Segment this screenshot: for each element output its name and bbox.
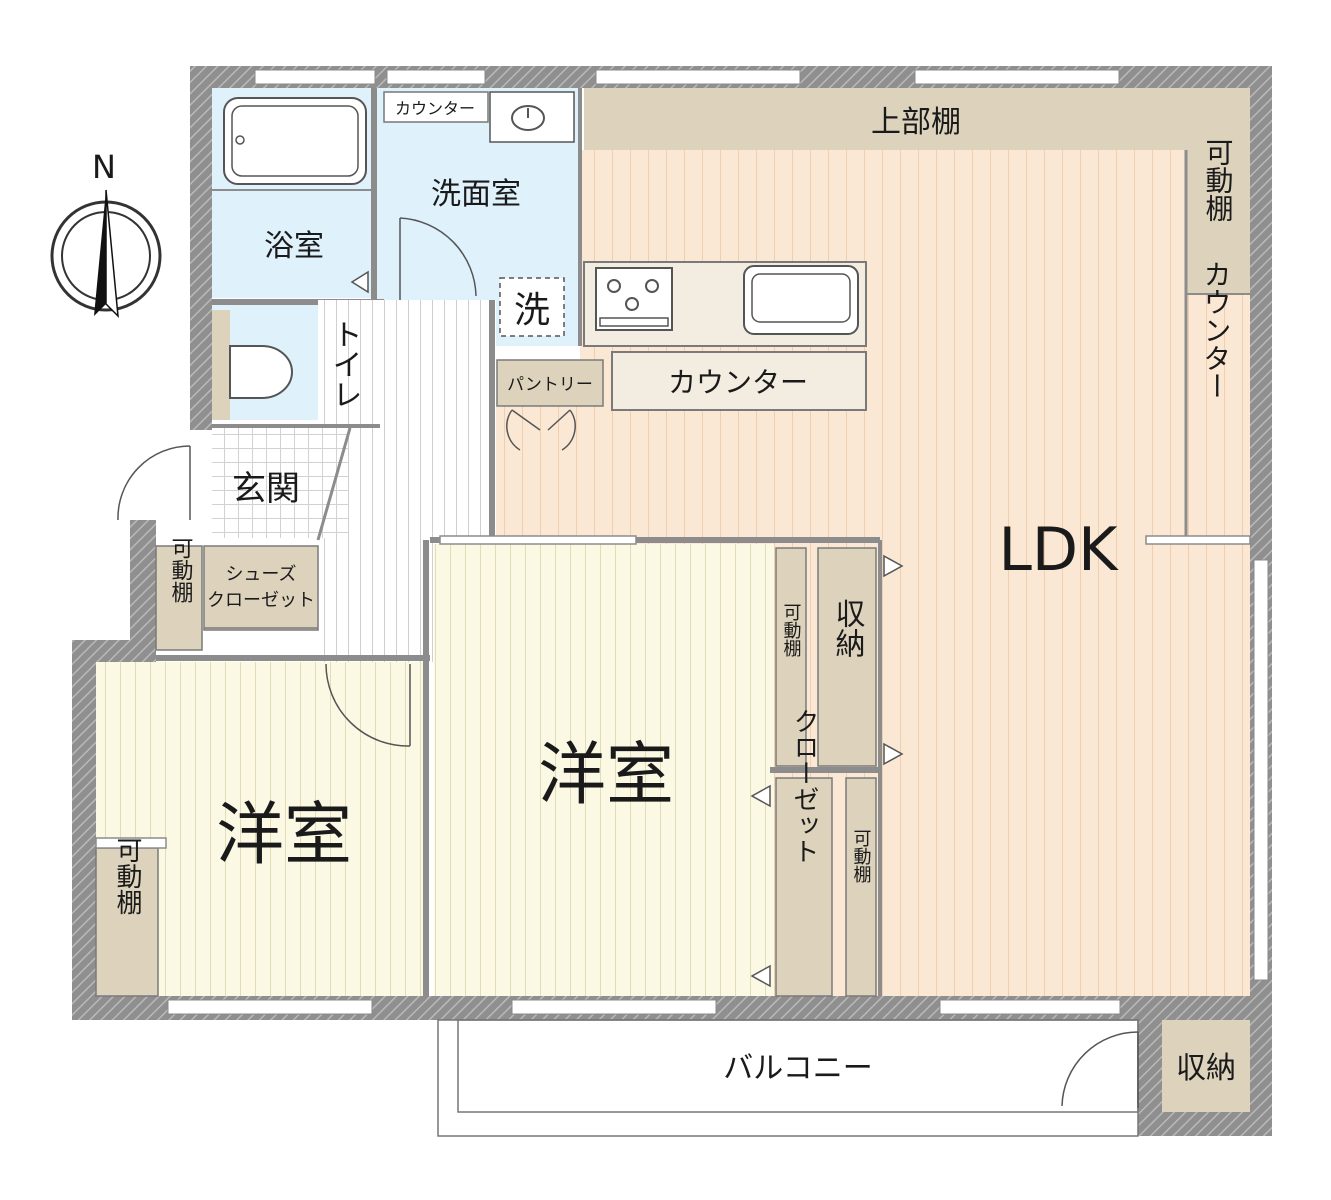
shoes-closet-label-2: クローゼット	[207, 590, 315, 611]
wash-basin	[489, 91, 575, 143]
movable-shelf-center	[775, 547, 807, 767]
ldk-label: LDK	[999, 515, 1120, 585]
storage-center	[817, 547, 877, 767]
compass-icon	[50, 189, 162, 319]
balcony-storage-label: 収納	[1176, 1051, 1236, 1086]
movable-shelf-west	[95, 847, 159, 997]
balcony	[437, 1019, 1139, 1137]
compass-north-label: N	[92, 148, 116, 186]
washroom-label: 洗面室	[431, 177, 521, 212]
center-room-floor	[434, 544, 774, 996]
movable-shelf-label-west: 可動棚	[112, 837, 142, 915]
washer-label: 洗	[514, 290, 550, 331]
pantry	[496, 359, 604, 407]
kitchen-counter-label: カウンター	[668, 366, 808, 399]
closet-center	[775, 777, 833, 997]
bathtub	[223, 97, 367, 185]
bathroom-label: 浴室	[264, 229, 324, 264]
ldk-floor-lower	[495, 400, 585, 540]
movable-shelf-top-right	[1186, 150, 1250, 294]
counter-top	[383, 91, 489, 123]
balcony-storage	[1162, 1020, 1250, 1112]
kitchen-sink	[743, 265, 859, 335]
movable-shelf-label-center: 可動棚	[781, 603, 802, 658]
toilet-label: トイレ	[327, 319, 362, 409]
entrance-label: 玄関	[232, 469, 300, 509]
outer-walls	[72, 66, 1272, 1136]
movable-shelf-label-top-right: 可動棚	[1202, 138, 1235, 222]
upper-shelf	[584, 88, 1250, 150]
kitchen-counter	[611, 351, 867, 411]
movable-shelf-entrance	[155, 545, 203, 651]
movable-shelf-label-center-2: 可動棚	[851, 829, 872, 884]
movable-shelf-center-2	[845, 777, 877, 997]
pantry-label: パントリー	[507, 375, 593, 395]
counter-top-label: カウンター	[395, 99, 475, 118]
movable-shelf-label-entrance: 可動棚	[168, 537, 194, 603]
balcony-label: バルコニー	[723, 1051, 872, 1086]
storage-center-label: 収納	[830, 598, 866, 658]
washer-space	[499, 277, 565, 337]
upper-shelf-label: 上部棚	[871, 105, 961, 140]
west-room-label: 洋室	[216, 796, 352, 875]
shoes-closet-label-1: シューズ	[225, 564, 296, 585]
center-room-label: 洋室	[538, 736, 674, 815]
closet-center-label: クローゼット	[789, 708, 819, 864]
counter-right-label: カウンター	[1200, 260, 1233, 400]
shoes-closet	[203, 545, 319, 631]
